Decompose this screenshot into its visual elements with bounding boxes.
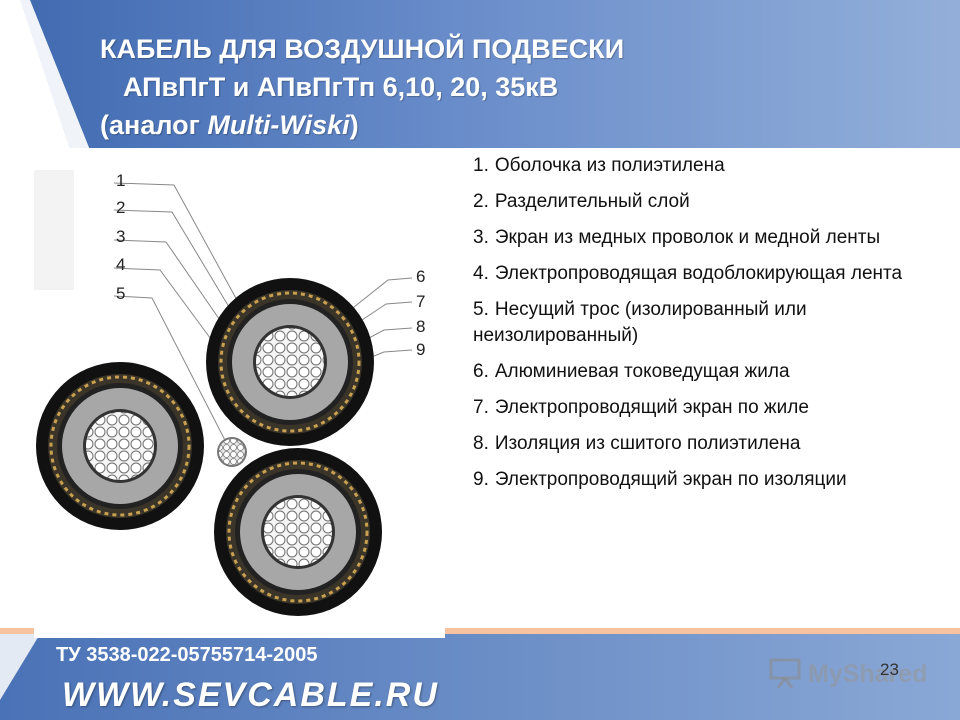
presentation-icon — [769, 658, 801, 689]
legend-item-text: Разделительный слой — [494, 191, 690, 212]
website-link[interactable]: WWW.SEVCABLE.RU — [62, 676, 439, 714]
legend-item-text: Оболочка из полиэтилена — [494, 155, 725, 176]
title-line-3-prefix: (аналог — [100, 110, 208, 140]
callouts-left: 1 2 3 4 5 — [116, 171, 125, 303]
leader-lines-left — [113, 182, 239, 451]
legend-item: 5.Несущий трос (изолированный или неизол… — [473, 297, 953, 349]
legend-item: 4.Электропроводящая водоблокирующая лент… — [473, 261, 953, 287]
callout-3: 3 — [116, 227, 125, 246]
title-line-1: КАБЕЛЬ ДЛЯ ВОЗДУШНОЙ ПОДВЕСКИ — [100, 34, 625, 64]
legend-item-text: Электропроводящий экран по изоляции — [494, 469, 847, 490]
legend-item-text: Алюминиевая токоведущая жила — [494, 361, 790, 382]
legend-item-number: 5. — [473, 299, 489, 320]
title-line-3-italic: Multi-Wiski — [207, 110, 350, 140]
legend-item: 9.Электропроводящий экран по изоляции — [473, 467, 953, 493]
cable-core-bottom — [214, 448, 382, 616]
legend-item-text: Электропроводящий экран по жиле — [494, 397, 809, 418]
callout-6: 6 — [416, 267, 425, 286]
spec-number: ТУ 3538-022-05755714-2005 — [56, 644, 318, 666]
cable-core-top — [206, 278, 374, 446]
cable-core-left — [36, 362, 204, 530]
legend-item-number: 2. — [473, 191, 489, 212]
legend-item-number: 4. — [473, 263, 489, 284]
callout-8: 8 — [416, 317, 425, 336]
watermark-text: MyShared — [808, 660, 928, 688]
cable-cross-section-figure: 1 2 3 4 5 6 7 8 9 — [34, 150, 445, 638]
callout-2: 2 — [116, 198, 125, 217]
legend-item-number: 6. — [473, 361, 489, 382]
legend-item-number: 1. — [473, 155, 489, 176]
legend-item-number: 7. — [473, 397, 489, 418]
legend-item-number: 3. — [473, 227, 489, 248]
callout-7: 7 — [416, 292, 425, 311]
figure-artifact — [34, 170, 74, 290]
legend-item-text: Экран из медных проволок и медной ленты — [494, 227, 881, 248]
callout-1: 1 — [116, 171, 125, 190]
messenger-wire — [217, 437, 247, 467]
slide-title: КАБЕЛЬ ДЛЯ ВОЗДУШНОЙ ПОДВЕСКИ АПвПгТ и А… — [100, 30, 860, 144]
legend-item: 3.Экран из медных проволок и медной лент… — [473, 225, 953, 251]
title-line-3: (аналог Multi-Wiski) — [100, 106, 860, 144]
legend-item-text: Несущий трос (изолированный или неизолир… — [473, 299, 807, 346]
callout-4: 4 — [116, 255, 125, 274]
callouts-right: 6 7 8 9 — [416, 267, 425, 359]
legend-item: 8.Изоляция из сшитого полиэтилена — [473, 431, 953, 457]
legend-item: 2.Разделительный слой — [473, 189, 953, 215]
legend-item-text: Изоляция из сшитого полиэтилена — [494, 433, 801, 454]
page-number: 23 — [880, 660, 899, 679]
cable-diagram: 1 2 3 4 5 6 7 8 9 — [34, 170, 425, 616]
callout-9: 9 — [416, 340, 425, 359]
title-line-3-suffix: ) — [349, 110, 359, 140]
legend-item: 7.Электропроводящий экран по жиле — [473, 395, 953, 421]
legend-item-number: 9. — [473, 469, 489, 490]
legend-item: 1.Оболочка из полиэтилена — [473, 153, 953, 179]
watermark: MyShared — [768, 656, 927, 692]
legend-item-number: 8. — [473, 433, 489, 454]
legend-item: 6.Алюминиевая токоведущая жила — [473, 359, 953, 385]
title-line-2: АПвПгТ и АПвПгТп 6,10, 20, 35кВ — [123, 72, 559, 102]
callout-5: 5 — [116, 284, 125, 303]
legend-item-text: Электропроводящая водоблокирующая лента — [494, 263, 903, 284]
components-legend: 1.Оболочка из полиэтилена 2.Разделительн… — [473, 153, 953, 503]
